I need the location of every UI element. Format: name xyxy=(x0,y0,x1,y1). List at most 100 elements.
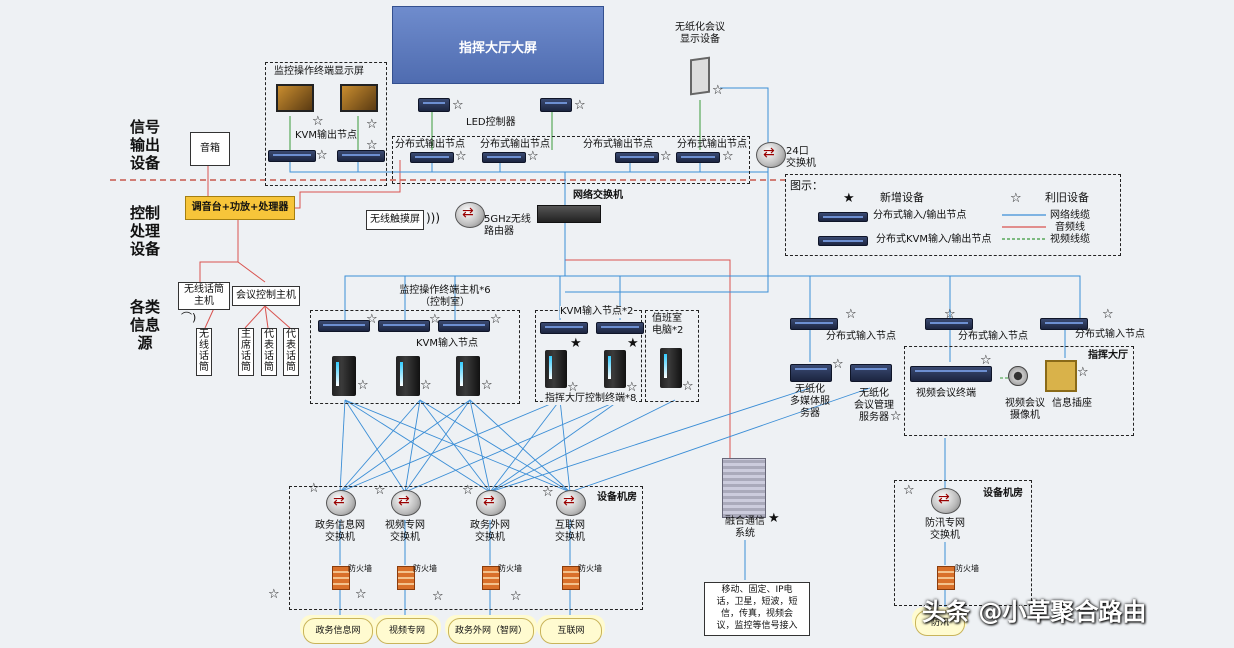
cloud-flood: 防汛 xyxy=(915,610,965,636)
dist-input-node xyxy=(1040,318,1088,330)
sw-video-label: 视频专网 交换机 xyxy=(385,520,425,543)
firewall-icon xyxy=(482,566,500,590)
legend-kvm-node-icon xyxy=(818,236,868,246)
reuse-star-icon: ☆ xyxy=(890,409,902,424)
reuse-star-icon: ☆ xyxy=(1010,191,1022,206)
monitor-host-label: 监控操作终端主机*6 （控制室） xyxy=(399,285,491,308)
new-star-icon: ★ xyxy=(768,511,780,526)
reuse-star-icon: ☆ xyxy=(374,483,386,498)
reuse-star-icon: ☆ xyxy=(1077,365,1089,380)
kvm-input-node xyxy=(596,322,644,334)
legend-dist-node-icon xyxy=(818,212,868,222)
switch-icon xyxy=(391,490,421,516)
dist-input-label-1: 分布式输入节点 xyxy=(826,331,896,342)
legend-title: 图示： xyxy=(790,179,823,192)
router-label: 5GHz无线 路由器 xyxy=(484,214,531,237)
firewall-label: 防火墙 xyxy=(413,564,437,573)
dist-output-label-3: 分布式输出节点 xyxy=(583,139,653,150)
firewall-label: 防火墙 xyxy=(955,564,979,573)
new-star-icon: ★ xyxy=(627,336,639,351)
reuse-star-icon: ☆ xyxy=(626,380,638,395)
duty-pc-label: 值班室 电脑*2 xyxy=(652,313,684,336)
watermark-text: 头条 @小草聚合路由 xyxy=(922,598,1147,626)
rep-mic-box: 代 表 话 筒 xyxy=(283,328,299,376)
vc-terminal-label: 视频会议终端 xyxy=(916,388,976,399)
sw-gov-ext-label: 政务外网 交换机 xyxy=(470,520,510,543)
switch-icon xyxy=(326,490,356,516)
wireless-mic-box: 无 线 话 筒 xyxy=(196,328,212,376)
info-source-label: 各类 信息 源 xyxy=(129,298,160,352)
dist-input-node xyxy=(925,318,973,330)
paperless-media-server xyxy=(790,364,832,382)
wireless-touch-label: 无线触摸屏 xyxy=(370,214,420,225)
reuse-star-icon: ☆ xyxy=(355,587,367,602)
new-star-icon: ★ xyxy=(570,336,582,351)
cloud-video: 视频专网 xyxy=(376,618,438,644)
legend-new-label: 新增设备 xyxy=(880,191,924,204)
switch-icon xyxy=(476,490,506,516)
legend-reuse-label: 利旧设备 xyxy=(1045,191,1089,204)
new-star-icon: ★ xyxy=(843,191,855,206)
fusion-rack-icon xyxy=(722,458,766,518)
main-screen-title: 指挥大厅大屏 xyxy=(458,41,537,56)
sw-gov-info-label: 政务信息网 交换机 xyxy=(315,520,365,543)
access-box: 移动、固定、IP电 话，卫星，短波，短 信，传真，视频会 议，监控等信号接入 xyxy=(704,582,810,636)
sw-internet-label: 互联网 交换机 xyxy=(555,520,585,543)
conf-ctrl-host-label: 会议控制主机 xyxy=(236,290,296,301)
kvm-output-node xyxy=(268,150,316,162)
reuse-star-icon: ☆ xyxy=(455,149,467,164)
pc-tower-icon xyxy=(545,350,567,388)
dist-output-label-4: 分布式输出节点 xyxy=(677,139,747,150)
reuse-star-icon: ☆ xyxy=(510,589,522,604)
network-switch xyxy=(537,205,601,223)
reuse-star-icon: ☆ xyxy=(903,483,915,498)
dist-output-node xyxy=(410,152,454,163)
equip-room-1-label: 设备机房 xyxy=(597,492,637,503)
legend-line-samples xyxy=(1002,214,1046,240)
rep-mic-label: 代 表 话 筒 xyxy=(286,329,296,373)
dist-input-label-2: 分布式输入节点 xyxy=(958,331,1028,342)
switch24-icon xyxy=(756,142,786,168)
router-icon xyxy=(455,202,485,228)
paperless-display-label: 无纸化会议 显示设备 xyxy=(675,22,725,45)
dist-output-node xyxy=(482,152,526,163)
reuse-star-icon: ☆ xyxy=(574,98,586,113)
reuse-star-icon: ☆ xyxy=(845,307,857,322)
legend-net-line-label: 网络线缆 xyxy=(1050,210,1090,221)
command-hall-group xyxy=(904,346,1134,436)
kvm-input-node xyxy=(378,320,430,332)
monitor-icon xyxy=(340,84,378,112)
legend-box xyxy=(785,174,1121,256)
reuse-star-icon: ☆ xyxy=(432,589,444,604)
reuse-star-icon: ☆ xyxy=(268,587,280,602)
reuse-star-icon: ☆ xyxy=(452,98,464,113)
chair-mic-box: 主 席 话 筒 xyxy=(238,328,254,376)
access-label: 移动、固定、IP电 话，卫星，短波，短 信，传真，视频会 议，监控等信号接入 xyxy=(716,585,798,631)
dist-input-node xyxy=(790,318,838,330)
reuse-star-icon: ☆ xyxy=(481,378,493,393)
firewall-label: 防火墙 xyxy=(578,564,602,573)
legend-dist-io-label: 分布式输入/输出节点 xyxy=(873,210,967,221)
reuse-star-icon: ☆ xyxy=(462,483,474,498)
reuse-star-icon: ☆ xyxy=(682,379,694,394)
monitor-host-group xyxy=(310,310,520,404)
equip-room-2-label: 设备机房 xyxy=(983,488,1023,499)
dist-output-node xyxy=(676,152,720,163)
control-processing-label: 控制 处理 设备 xyxy=(129,204,160,258)
firewall-icon xyxy=(562,566,580,590)
reuse-star-icon: ☆ xyxy=(567,380,579,395)
led-controller xyxy=(418,98,450,112)
monitor-display-label: 监控操作终端显示屏 xyxy=(274,66,364,77)
camera-icon xyxy=(1008,366,1028,386)
reuse-star-icon: ☆ xyxy=(980,353,992,368)
command-hall-label: 指挥大厅 xyxy=(1088,350,1128,361)
pc-tower-icon xyxy=(456,356,480,396)
video-lines xyxy=(289,100,1015,379)
wifi-icon: ))) xyxy=(426,211,441,225)
cloud-gov-info: 政务信息网 xyxy=(303,618,373,644)
main-screen: 指挥大厅大屏 xyxy=(392,6,604,84)
kvm-input2-label: KVM输入节点*2 xyxy=(560,306,634,318)
reuse-star-icon: ☆ xyxy=(366,312,378,327)
pc-tower-icon xyxy=(332,356,356,396)
